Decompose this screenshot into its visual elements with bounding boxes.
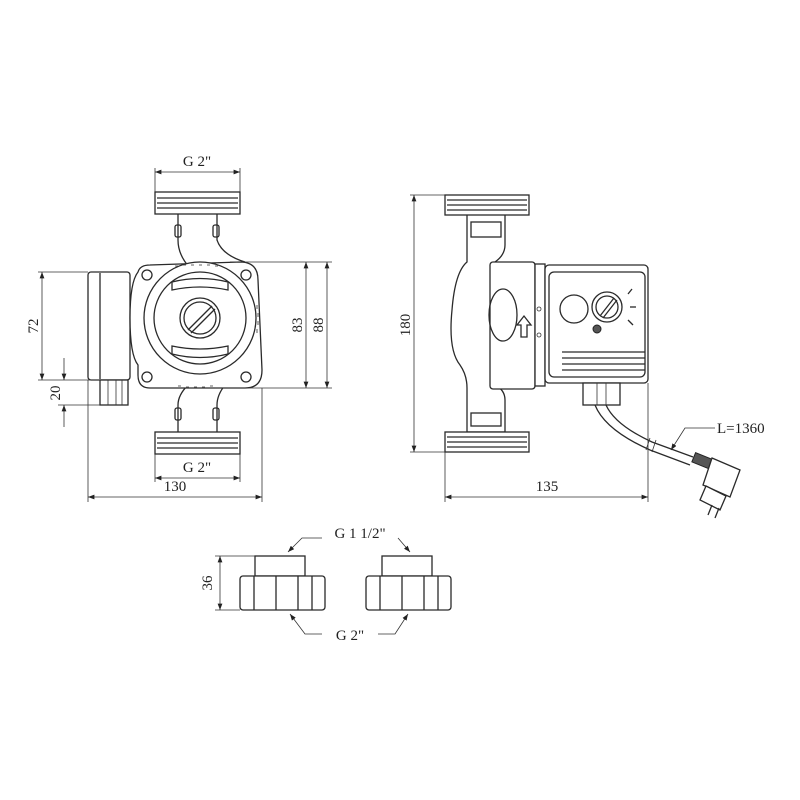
width-label: 130 bbox=[164, 479, 187, 495]
motor-side-box bbox=[87, 271, 131, 406]
front-dimensions bbox=[38, 168, 332, 502]
front-view: G 2" G 2" 130 72 20 83 88 bbox=[26, 154, 332, 502]
flow-arrow-icon bbox=[515, 314, 533, 338]
control-box bbox=[544, 264, 649, 384]
side-top-fitting bbox=[444, 194, 530, 216]
bottom-thread-fitting bbox=[154, 384, 241, 455]
side-dimensions bbox=[410, 194, 715, 502]
top-thread-label: G 2" bbox=[183, 154, 211, 170]
speed-selector-knob bbox=[591, 288, 636, 334]
indicator-window bbox=[559, 294, 589, 324]
side-bottom-fitting bbox=[444, 431, 530, 453]
flange-outer-label: 88 bbox=[311, 318, 327, 333]
height-label: 180 bbox=[398, 314, 414, 337]
outer-thread-label: G 2" bbox=[336, 628, 364, 644]
union-right bbox=[365, 555, 452, 611]
vent-slots bbox=[562, 351, 645, 371]
inner-thread-label: G 1 1/2" bbox=[334, 526, 385, 542]
cable-length-label: L=1360 bbox=[717, 421, 765, 437]
power-cable bbox=[594, 404, 741, 519]
bottom-thread-label: G 2" bbox=[183, 460, 211, 476]
plug-icon bbox=[699, 457, 741, 519]
union-dimensions bbox=[215, 537, 411, 635]
union-height-label: 36 bbox=[200, 575, 216, 591]
pump-flange-body bbox=[129, 261, 263, 389]
motor-housing bbox=[488, 261, 546, 390]
cable-gland bbox=[582, 382, 621, 406]
union-left bbox=[239, 555, 326, 611]
flange-inner-label: 83 bbox=[290, 318, 306, 333]
depth-label: 135 bbox=[536, 479, 559, 495]
terminal-height-label: 20 bbox=[48, 386, 64, 401]
side-view: 180 135 L=1360 bbox=[398, 194, 765, 519]
union-fittings: G 1 1/2" G 2" 36 bbox=[200, 526, 452, 644]
motor-height-label: 72 bbox=[26, 319, 42, 334]
top-thread-fitting bbox=[154, 191, 246, 269]
